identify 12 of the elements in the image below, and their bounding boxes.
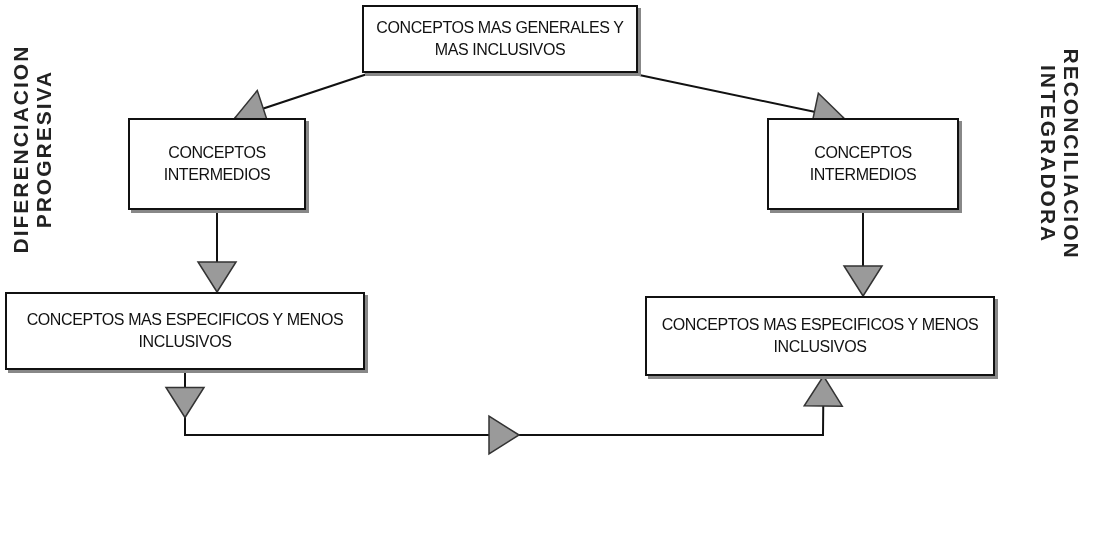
concept-text: CONCEPTOS MAS ESPECIFICOS Y MENOS INCLUSIVOS xyxy=(25,309,345,352)
concept-box xyxy=(362,5,638,73)
side-label: RECONCILIACION INTEGRADORA xyxy=(1036,47,1084,262)
concept-text: CONCEPTOS INTERMEDIOS xyxy=(162,142,272,185)
concept-box xyxy=(767,118,959,210)
concept-text: CONCEPTOS INTERMEDIOS xyxy=(808,142,918,185)
concept-box xyxy=(645,296,995,376)
concept-box xyxy=(5,292,365,370)
concept-text: CONCEPTOS MAS GENERALES Y MAS INCLUSIVOS xyxy=(375,17,625,60)
side-label: DIFERENCIACION PROGRESIVA xyxy=(8,43,56,256)
concept-text: CONCEPTOS MAS ESPECIFICOS Y MENOS INCLUSIVOS xyxy=(660,314,980,357)
concept-box xyxy=(128,118,306,210)
